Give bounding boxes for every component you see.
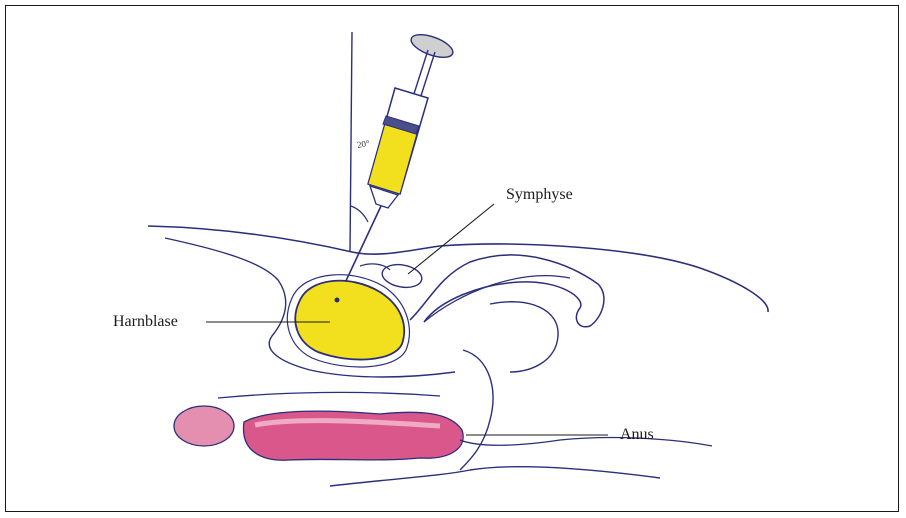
anal-canal-contour: [460, 438, 712, 446]
harnblase-label: Harnblase: [113, 313, 178, 331]
pelvic-curve: [490, 302, 558, 372]
angle-label: 20°: [356, 138, 370, 150]
vertical-reference-line: [350, 32, 352, 252]
syringe: [337, 30, 456, 300]
urethra-outline: [410, 255, 604, 327]
symphyse-label: Symphyse: [506, 186, 573, 204]
rectum: [243, 411, 463, 460]
buttock-contour: [330, 467, 660, 486]
angle-arc: [351, 206, 368, 222]
symphyse-leader-line: [408, 204, 494, 274]
bowel-segment-left: [174, 406, 234, 446]
perineum-curve: [460, 350, 493, 470]
syringe-plunger-rod-left: [412, 50, 428, 100]
needle-tip-in-bladder: [335, 298, 340, 303]
bowel-upper-line: [218, 392, 440, 398]
anus-label: Anus: [620, 426, 654, 444]
bladder: [295, 281, 404, 360]
syringe-plunger-head: [408, 30, 456, 62]
syringe-plunger-rod-right: [419, 52, 435, 102]
urethra-inner: [424, 276, 570, 322]
